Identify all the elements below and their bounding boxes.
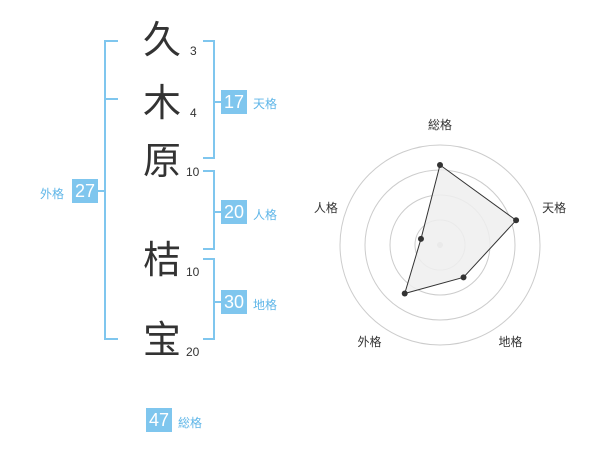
soukaku-value: 47 — [146, 408, 172, 432]
jinkaku-label: 人格 — [253, 208, 278, 222]
radar-axis-label-4: 外格 — [357, 334, 381, 349]
chikaku-bracket-bottom — [203, 338, 215, 340]
radar-axis-label-2: 天格 — [542, 200, 566, 215]
name-char-3: 原 — [142, 139, 181, 183]
chikaku-value: 30 — [221, 290, 247, 314]
jinkaku-value: 20 — [221, 200, 247, 224]
tenkaku-bracket-bottom — [203, 157, 215, 159]
jinkaku-bracket-connector — [213, 211, 221, 213]
gaikaku-label: 外格 — [40, 187, 65, 201]
name-char-4: 桔 — [142, 238, 181, 282]
soukaku-label: 総格 — [178, 416, 203, 430]
chikaku-label: 地格 — [253, 298, 278, 312]
gaikaku-bracket-connector — [98, 190, 106, 192]
radar-axis-label-3: 地格 — [499, 334, 523, 349]
jinkaku-bracket-top — [203, 170, 215, 172]
stroke-count-2: 4 — [190, 106, 197, 120]
tenkaku-bracket-vertical — [213, 40, 215, 159]
tenkaku-value: 17 — [221, 90, 247, 114]
radar-point-1 — [437, 162, 443, 168]
name-char-2: 木 — [142, 81, 181, 125]
radar-point-4 — [401, 290, 408, 297]
name-char-5: 宝 — [142, 318, 181, 362]
gaikaku-value: 27 — [72, 179, 98, 203]
chikaku-bracket-top — [203, 258, 215, 260]
radar-series-polygon — [403, 164, 517, 295]
radar-ring — [339, 144, 541, 346]
radar-axis-label-1: 総格 — [428, 117, 452, 132]
gaikaku-bracket-bottom — [104, 338, 118, 340]
stroke-count-1: 3 — [190, 44, 197, 58]
radar-axis-label-5: 人格 — [314, 200, 338, 215]
tenkaku-bracket-top — [203, 40, 215, 42]
stroke-count-4: 10 — [186, 265, 200, 279]
stroke-count-5: 20 — [186, 345, 200, 359]
radar-point-2 — [513, 217, 520, 224]
radar-point-5 — [417, 235, 424, 242]
tenkaku-bracket-connector — [213, 101, 221, 103]
chikaku-bracket-connector — [213, 301, 221, 303]
tenkaku-label: 天格 — [253, 97, 278, 111]
name-char-1: 久 — [142, 18, 181, 62]
stroke-count-3: 10 — [186, 165, 200, 179]
jinkaku-bracket-vertical — [213, 170, 215, 250]
radar-point-3 — [460, 274, 467, 281]
jinkaku-bracket-bottom — [203, 248, 215, 250]
gaikaku-bracket-mid — [104, 98, 118, 100]
gaikaku-bracket-top — [104, 40, 118, 42]
chikaku-bracket-vertical — [213, 258, 215, 340]
